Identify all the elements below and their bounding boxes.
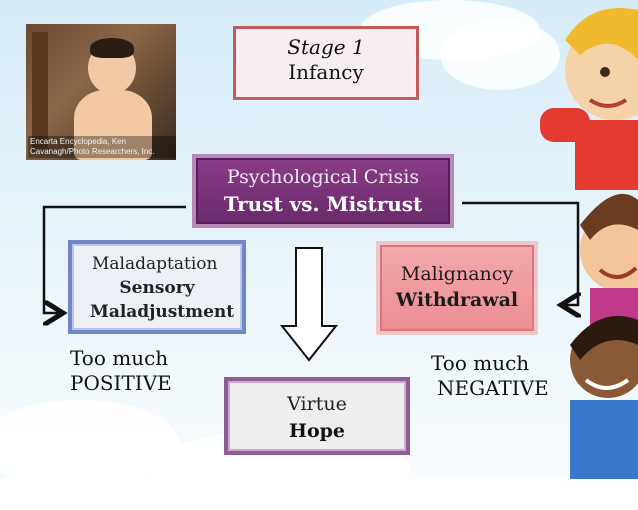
malignancy-box: Malignancy Withdrawal: [376, 241, 538, 335]
arrow-to-malignancy: [462, 201, 578, 305]
note-right-line2: NEGATIVE: [437, 376, 549, 400]
virtue-value: Hope: [289, 420, 345, 442]
down-arrow-to-virtue: [279, 247, 339, 362]
note-left-line1: Too much: [70, 346, 169, 370]
cloud-decoration: [0, 400, 180, 490]
baby-hair-image-part: [90, 38, 134, 58]
stage-box: Stage 1 Infancy: [233, 26, 419, 100]
baby-body-image-part: [74, 90, 152, 160]
malignancy-label: Malignancy: [400, 263, 514, 285]
psychological-crisis-box: Psychological Crisis Trust vs. Mistrust: [192, 154, 454, 228]
crisis-value: Trust vs. Mistrust: [223, 192, 423, 216]
maladaptation-line2: Maladjustment: [90, 302, 235, 322]
maladaptation-line1: Sensory: [119, 278, 195, 298]
virtue-label: Virtue: [287, 393, 347, 415]
malignancy-value: Withdrawal: [395, 289, 519, 311]
maladaptation-box: Maladaptation Sensory Maladjustment: [68, 240, 246, 334]
chair-image-part: [32, 32, 48, 152]
crisis-label: Psychological Crisis: [226, 166, 420, 188]
photo-caption: Encarta Encyclopedia, Ken Cavanagh/Photo…: [28, 136, 176, 158]
baby-photo: Encarta Encyclopedia, Ken Cavanagh/Photo…: [26, 24, 176, 160]
too-much-positive-note: Too much POSITIVE: [70, 346, 172, 396]
connector-arrows: [42, 201, 638, 362]
virtue-box: Virtue Hope: [224, 377, 410, 455]
stage-title: Stage 1: [287, 35, 365, 59]
cartoon-children-illustration: [540, 8, 638, 479]
note-left-line2: POSITIVE: [70, 371, 172, 395]
stage-name: Infancy: [288, 60, 364, 84]
cloud-decoration: [440, 20, 560, 90]
photo-caption-line2: Cavanagh/Photo Researchers, Inc.: [30, 147, 155, 156]
arrow-to-maladaptation: [42, 205, 186, 313]
note-right-line1: Too much: [431, 351, 530, 375]
photo-caption-line1: Encarta Encyclopedia, Ken: [30, 137, 127, 146]
too-much-negative-note: Too much NEGATIVE: [431, 351, 549, 401]
maladaptation-label: Maladaptation: [92, 254, 218, 274]
